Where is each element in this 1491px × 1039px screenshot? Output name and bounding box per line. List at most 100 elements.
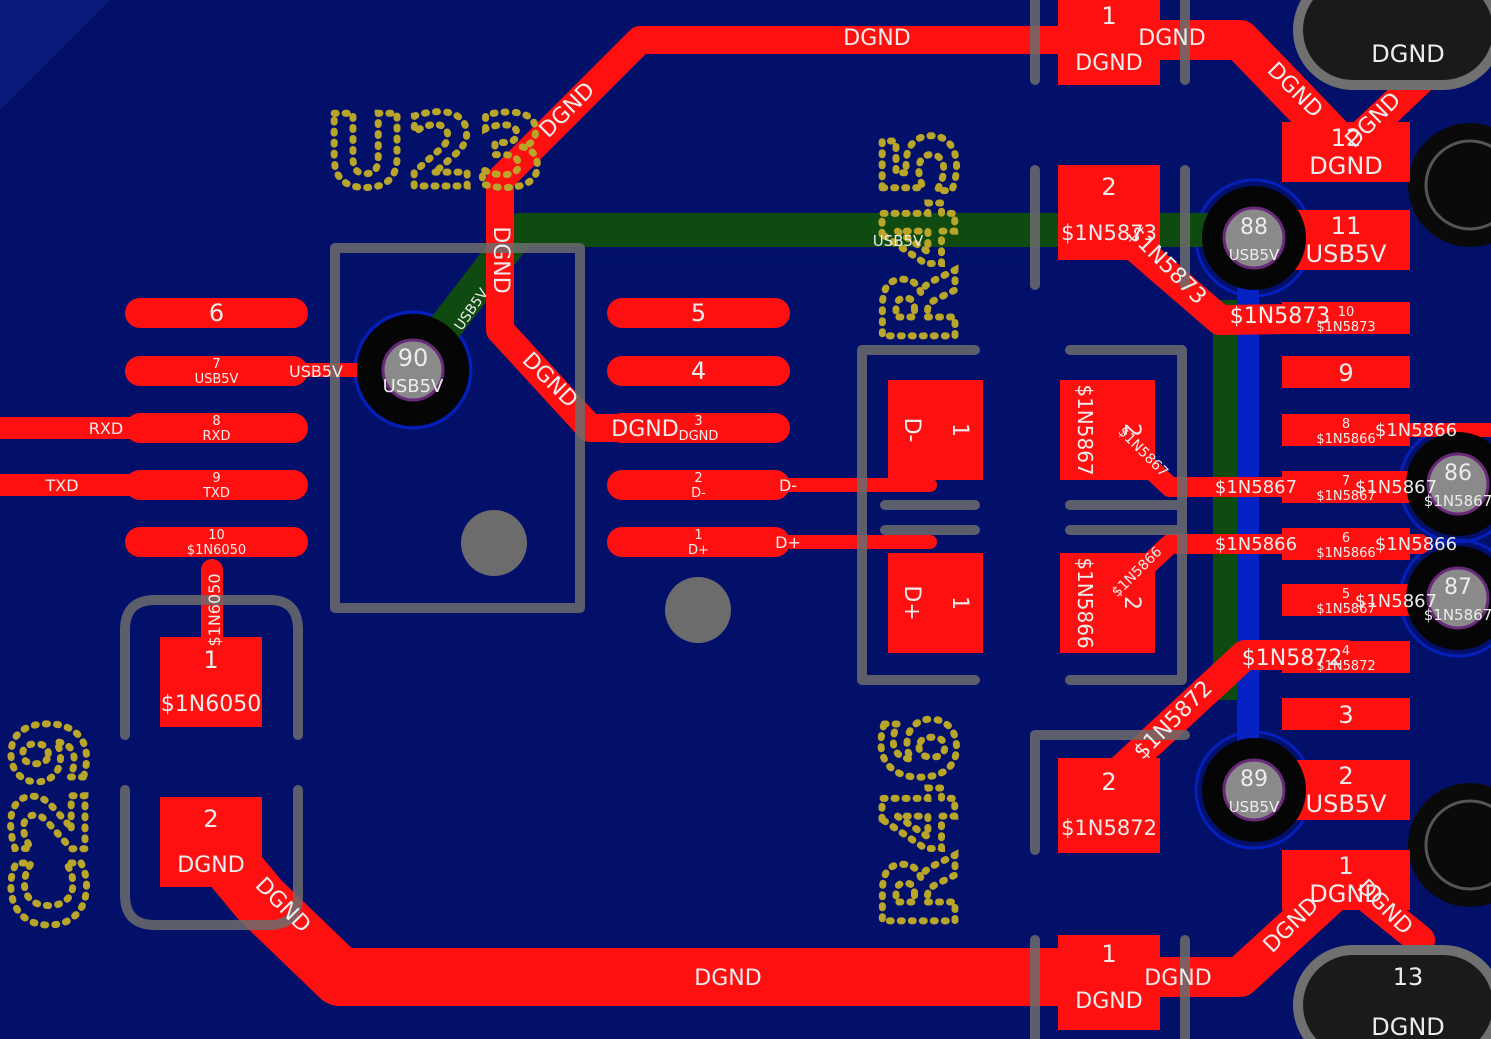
u23-pin-2-num: 2 — [694, 471, 702, 486]
via-87-num: 87 — [1444, 575, 1472, 600]
u23-pin-8[interactable] — [125, 413, 308, 443]
c29-outline-bottom — [120, 785, 303, 930]
c29-pad-1-num: 1 — [203, 646, 218, 674]
via-89-num: 89 — [1240, 767, 1268, 792]
shell-top-net: DGND — [1371, 40, 1445, 68]
rtop-pad-2[interactable] — [1058, 165, 1160, 260]
board-corner — [0, 0, 110, 110]
u23-pin-5-num: 5 — [691, 299, 706, 327]
conn-pin-5-net: $1N5867 — [1316, 602, 1375, 617]
c29-pad-2-net: DGND — [177, 853, 244, 878]
c29-pad-1-net: $1N6050 — [161, 692, 261, 717]
silk-refs: U23 R45 R46 C29 — [0, 90, 983, 934]
u23-pin-1-num: 1 — [694, 528, 702, 543]
u23-pin-3[interactable] — [607, 413, 790, 443]
lbl-usb5v-green: USB5V — [873, 232, 924, 250]
lbl-pin5-right: $1N5867 — [1355, 591, 1437, 612]
rbot-pad-2-net: $1N5872 — [1061, 816, 1157, 840]
lbl-usb5v-left: USB5V — [289, 362, 343, 381]
r46-pad-2[interactable] — [1060, 380, 1155, 480]
u23-pin-9[interactable] — [125, 470, 308, 500]
via-89-net: USB5V — [1229, 798, 1280, 816]
conn-pin-10-num: 10 — [1338, 305, 1355, 320]
lbl-pin7-right: $1N5867 — [1355, 477, 1437, 498]
u23-pin-10[interactable] — [125, 527, 308, 557]
u23-pin-4[interactable] — [607, 356, 790, 386]
c29-pad-1[interactable] — [160, 637, 262, 727]
conn-pin-1[interactable] — [1282, 850, 1410, 910]
r45-pad-2-num: 1 — [947, 596, 972, 610]
r45-pad-2-net: D+ — [899, 585, 924, 620]
conn-pin-7[interactable] — [1282, 471, 1410, 503]
conn-pin-7-num: 7 — [1342, 474, 1350, 489]
via-86-net: $1N5867 — [1424, 492, 1491, 510]
u23-pin-5[interactable] — [607, 298, 790, 328]
u23-pin-9-num: 9 — [212, 471, 220, 486]
lbl-1n5872-right: $1N5872 — [1242, 646, 1342, 671]
u23-pin-8-num: 8 — [212, 414, 220, 429]
lbl-dgnd-pin3: DGND — [611, 417, 678, 442]
r46-pad-2-num: 2 — [1119, 423, 1144, 437]
via-86-num: 86 — [1444, 461, 1472, 486]
lbl-dgnd-top: DGND — [843, 26, 910, 51]
r46-pad-1[interactable] — [1060, 553, 1155, 653]
u23-pin-7[interactable] — [125, 356, 308, 386]
c29-outline-top — [120, 595, 303, 740]
right-pads: 1 DGND 2 $1N5873 2 $1N5872 1 DGND — [1058, 0, 1160, 1030]
conn-pin-11-num: 11 — [1331, 212, 1362, 240]
mount-hole-top-ring — [1424, 139, 1491, 231]
r45-pad-1-num: 1 — [947, 423, 972, 437]
via-88-num: 88 — [1240, 215, 1268, 240]
c29-pad-2[interactable] — [160, 797, 262, 887]
via-87-net: $1N5867 — [1424, 606, 1491, 624]
u23-pin-3-num: 3 — [694, 414, 702, 429]
conn-pin-2-num: 2 — [1338, 762, 1353, 790]
u23-pin1-dot — [461, 510, 527, 576]
conn-pin-6[interactable] — [1282, 528, 1410, 560]
via-88-drill — [1222, 206, 1286, 270]
connector-pads: 12DGND11USB5V10$1N587398$1N58667$1N58676… — [1282, 122, 1410, 910]
conn-pin-5-num: 5 — [1342, 587, 1350, 602]
conn-pin-3[interactable] — [1282, 698, 1410, 730]
rbot-pad-1[interactable] — [1058, 935, 1160, 1030]
rbot-pad-2[interactable] — [1058, 758, 1160, 853]
lbl-1n5867-right: $1N5867 — [1215, 477, 1297, 498]
c29-pads: 1 $1N6050 2 DGND — [160, 637, 262, 887]
u23-pin-10-net: $1N6050 — [187, 543, 246, 558]
conn-pin-4-num: 4 — [1342, 644, 1350, 659]
r46-pad-2-net: $1N5867 — [1073, 384, 1097, 475]
shell-top[interactable] — [1293, 0, 1491, 90]
conn-pin-10[interactable] — [1282, 302, 1410, 334]
rtop-pad-1[interactable] — [1058, 0, 1160, 85]
r45-pad-1[interactable] — [888, 380, 983, 480]
conn-pin-11-net: USB5V — [1306, 240, 1388, 268]
conn-pin-3-num: 3 — [1338, 701, 1353, 729]
u23-pin-2[interactable] — [607, 470, 790, 500]
u23-pin-6[interactable] — [125, 298, 308, 328]
conn-pin-4[interactable] — [1282, 641, 1410, 673]
r-top-outline — [1030, 0, 1190, 290]
shell-bottom-num: 13 — [1393, 963, 1424, 991]
c29-pad-2-num: 2 — [203, 805, 218, 833]
conn-pin-12[interactable] — [1282, 122, 1410, 182]
lbl-dgnd-tr1: DGND — [1138, 26, 1205, 51]
conn-pin-8[interactable] — [1282, 414, 1410, 446]
ref-c29: C29 — [0, 717, 109, 930]
u23-pin-1[interactable] — [607, 527, 790, 557]
ref-u23: U23 — [325, 93, 545, 210]
rbot-pad-2-num: 2 — [1101, 768, 1116, 796]
mount-hole-top — [1408, 123, 1491, 247]
via-90-drill — [381, 338, 445, 402]
conn-pin-6-num: 6 — [1342, 531, 1350, 546]
u23-pin-4-num: 4 — [691, 357, 706, 385]
r45-pad-2[interactable] — [888, 553, 983, 653]
conn-pin-9[interactable] — [1282, 356, 1410, 388]
u23-pin-1-net: D+ — [688, 543, 709, 558]
rbot-pad-1-num: 1 — [1101, 940, 1116, 968]
shell-bottom[interactable] — [1293, 945, 1491, 1039]
conn-pin-8-num: 8 — [1342, 417, 1350, 432]
r-bottom-outline — [1030, 730, 1190, 1039]
conn-pin-5[interactable] — [1282, 584, 1410, 616]
rtop-pad-1-net: DGND — [1075, 51, 1142, 76]
